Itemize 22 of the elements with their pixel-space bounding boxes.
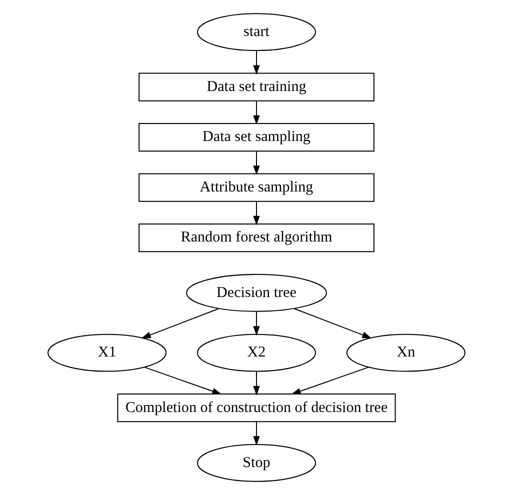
arrow	[253, 422, 260, 446]
arrow	[253, 312, 260, 336]
arrow	[253, 372, 260, 396]
arrow	[291, 366, 368, 394]
node-ellipse: Decision tree	[186, 274, 327, 312]
arrow	[294, 308, 372, 338]
arrow	[253, 101, 260, 125]
node-box: Attribute sampling	[138, 173, 374, 202]
arrow	[253, 51, 260, 75]
node-ellipse: X2	[196, 334, 316, 372]
node-box: Completion of construction of decision tree	[117, 394, 396, 422]
node-ellipse: Stop	[196, 444, 316, 482]
node-ellipse: Xn	[346, 334, 466, 372]
arrow	[141, 308, 219, 338]
node-ellipse: start	[196, 13, 316, 52]
node-box: Random forest algorithm	[138, 224, 374, 252]
arrow	[253, 152, 260, 176]
arrow	[253, 202, 260, 226]
arrow	[144, 366, 222, 394]
node-box: Data set training	[138, 72, 374, 102]
node-ellipse: X1	[48, 334, 167, 372]
node-box: Data set sampling	[138, 123, 374, 152]
